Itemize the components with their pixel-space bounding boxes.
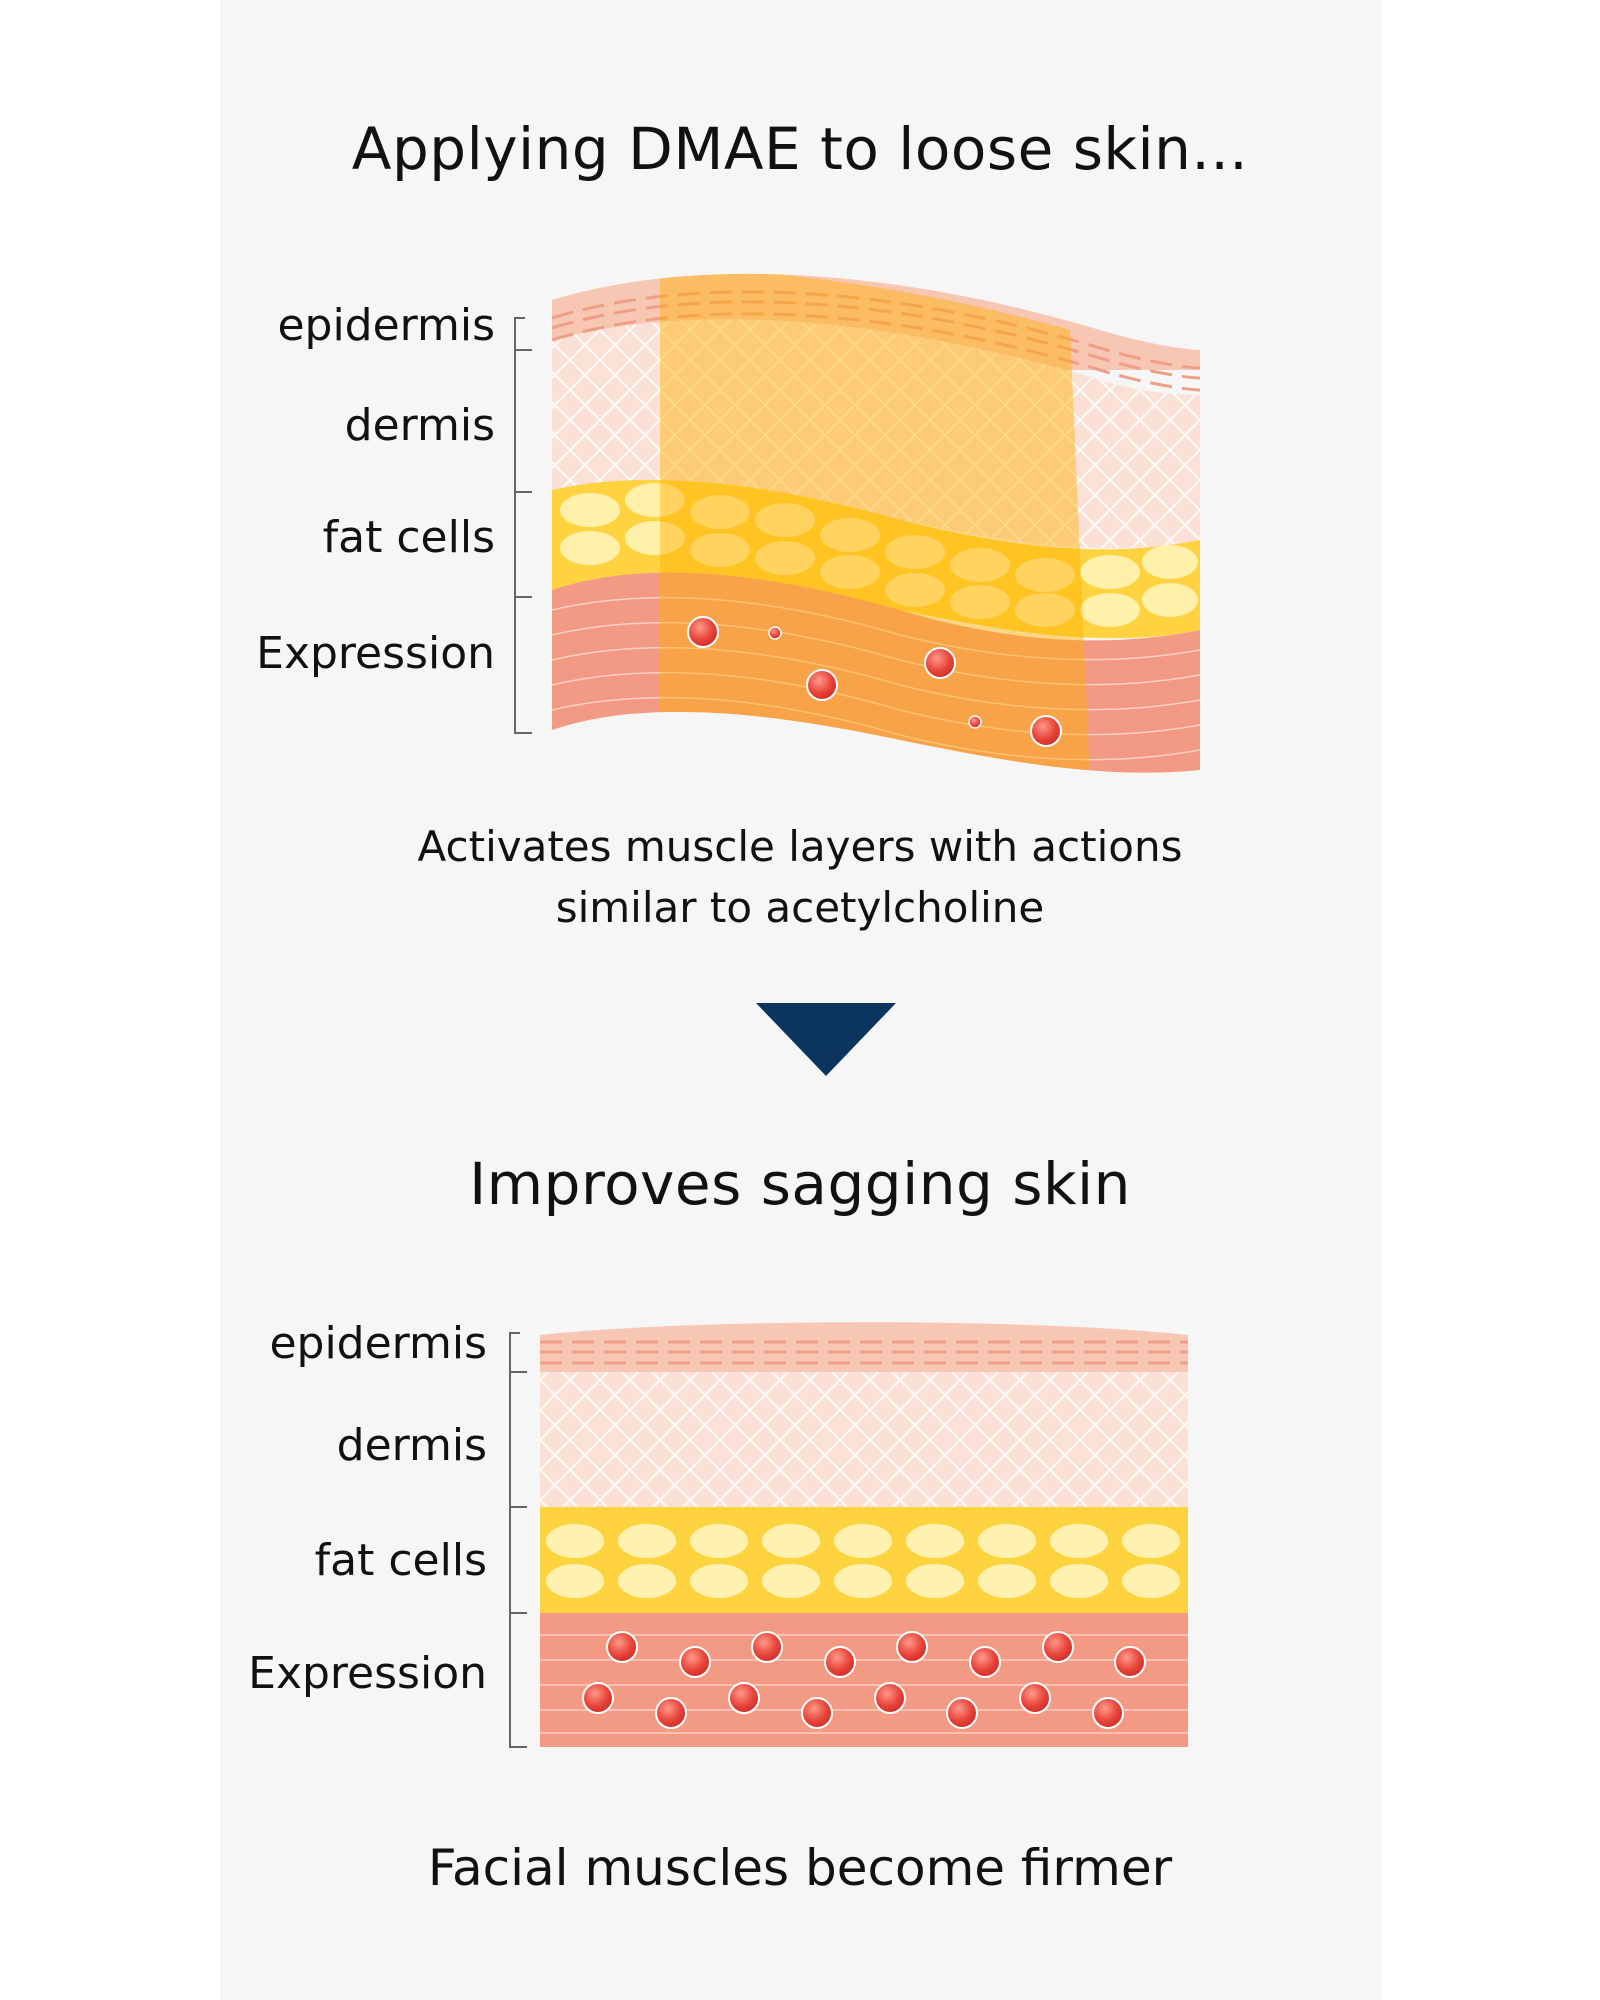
top-bracket	[514, 317, 532, 734]
down-triangle-icon	[756, 1003, 896, 1076]
bottom-skin-diagram	[540, 1322, 1188, 1747]
bottom-bracket	[509, 1332, 527, 1748]
bottom-label-fat-cells: fat cells	[314, 1535, 487, 1586]
bottom-activation-dots	[582, 1631, 1146, 1729]
top-caption-line-1: Activates muscle layers with actions	[417, 822, 1183, 871]
top-label-expression: Expression	[256, 628, 495, 679]
top-activation-dots	[687, 616, 1062, 747]
top-label-dermis: dermis	[344, 400, 495, 451]
top-label-epidermis: epidermis	[277, 300, 495, 351]
bottom-label-epidermis: epidermis	[269, 1318, 487, 1369]
top-caption-line-2: similar to acetylcholine	[555, 883, 1045, 932]
bottom-label-expression: Expression	[248, 1648, 487, 1699]
top-label-fat-cells: fat cells	[322, 512, 495, 563]
top-skin-diagram	[552, 273, 1200, 773]
bottom-label-dermis: dermis	[336, 1420, 487, 1471]
top-title: Applying DMAE to loose skin...	[351, 115, 1249, 183]
bottom-title: Improves sagging skin	[469, 1150, 1131, 1218]
bottom-caption: Facial muscles become firmer	[427, 1839, 1173, 1897]
